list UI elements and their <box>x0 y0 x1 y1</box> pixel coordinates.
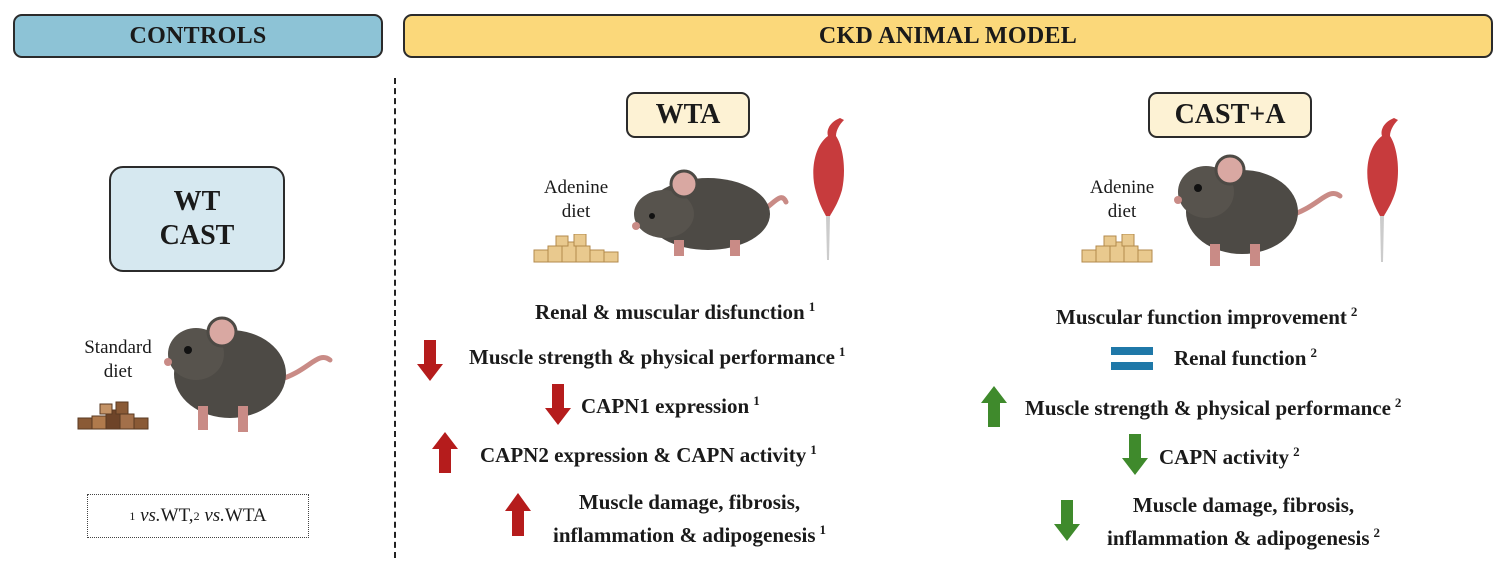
wta-diet-label: Adenine diet <box>528 176 624 224</box>
arrow-up-icon <box>432 432 458 473</box>
mouse-icon <box>1174 154 1343 266</box>
wta-group-box: WTA <box>626 92 750 138</box>
casta-label: CAST+A <box>1174 99 1286 130</box>
wta-finding-4-ref: 1 <box>810 442 817 457</box>
arrow-down-icon <box>417 340 443 381</box>
wta-finding-5-ref: 1 <box>819 522 827 537</box>
arrow-up-icon <box>981 386 1007 427</box>
arrow-down-icon <box>545 384 571 425</box>
ckd-banner: CKD ANIMAL MODEL <box>403 14 1493 58</box>
wta-finding-5: Muscle damage, fibrosis, inflammation & … <box>553 488 826 549</box>
footnote: 1 vs. WT, 2 vs. WTA <box>87 494 309 538</box>
muscle-icon <box>813 118 844 260</box>
footnote-text1: WT, <box>160 505 194 526</box>
mouse-icon <box>164 316 333 432</box>
casta-finding-5: Muscle damage, fibrosis, inflammation & … <box>1107 491 1380 552</box>
casta-finding-4-text: CAPN activity <box>1159 445 1290 469</box>
casta-finding-2-ref: 2 <box>1310 345 1317 360</box>
wta-finding-5-line2: inflammation & adipogenesis <box>553 523 816 547</box>
casta-finding-5-line1: Muscle damage, fibrosis, <box>1132 493 1355 517</box>
footnote-vs1: vs. <box>140 505 161 526</box>
casta-group-box: CAST+A <box>1148 92 1312 138</box>
wta-finding-1-ref: 1 <box>808 299 816 314</box>
standard-diet-label: Standard diet <box>70 336 166 384</box>
food-pellets-icon <box>77 401 149 430</box>
standard-diet-line2: diet <box>103 361 133 382</box>
casta-finding-5-ref: 2 <box>1373 525 1381 540</box>
wta-finding-3-ref: 1 <box>753 393 760 408</box>
footnote-sup1: 1 <box>129 508 136 523</box>
arrow-down-icon <box>1054 500 1080 541</box>
arrow-up-icon <box>505 493 531 536</box>
arrow-down-icon <box>1122 434 1148 475</box>
casta-diet-line2: diet <box>1107 201 1137 222</box>
food-pellets-icon <box>533 234 619 263</box>
equal-icon <box>1111 347 1153 370</box>
wta-finding-1-text: Renal & muscular disfunction <box>535 300 805 324</box>
wta-diet-line2: diet <box>561 201 591 222</box>
mouse-icon <box>632 169 789 256</box>
control-group-box: WT CAST <box>109 166 285 272</box>
wta-diet-line1: Adenine <box>543 177 609 198</box>
casta-finding-2-text: Renal function <box>1174 346 1307 370</box>
controls-banner: CONTROLS <box>13 14 383 58</box>
footnote-vs2: vs. <box>204 505 225 526</box>
control-group-line1: WT <box>173 186 221 217</box>
controls-banner-label: CONTROLS <box>129 22 267 49</box>
wta-finding-5-line1: Muscle damage, fibrosis, <box>578 490 801 514</box>
wta-finding-2-text: Muscle strength & physical performance <box>469 345 835 369</box>
footnote-text2: WTA <box>224 505 267 526</box>
section-divider <box>394 78 396 558</box>
footnote-sup2: 2 <box>193 508 200 523</box>
muscle-icon <box>1367 118 1398 262</box>
wta-finding-4-text: CAPN2 expression & CAPN activity <box>480 443 807 467</box>
casta-diet-line1: Adenine <box>1089 177 1155 198</box>
casta-diet-label: Adenine diet <box>1074 176 1170 224</box>
casta-finding-3-ref: 2 <box>1394 395 1402 410</box>
food-pellets-icon <box>1081 234 1153 263</box>
casta-finding-3-text: Muscle strength & physical performance <box>1025 396 1391 420</box>
casta-finding-1-text: Muscular function improvement <box>1056 305 1347 329</box>
casta-finding-4-ref: 2 <box>1293 444 1300 459</box>
standard-diet-line1: Standard <box>84 337 152 358</box>
wta-label: WTA <box>655 99 721 130</box>
ckd-banner-label: CKD ANIMAL MODEL <box>818 22 1078 49</box>
casta-finding-1-ref: 2 <box>1350 304 1358 319</box>
control-group-line2: CAST <box>159 220 235 251</box>
casta-finding-5-line2: inflammation & adipogenesis <box>1107 526 1370 550</box>
wta-finding-2-ref: 1 <box>838 344 846 359</box>
wta-finding-3-text: CAPN1 expression <box>581 394 750 418</box>
